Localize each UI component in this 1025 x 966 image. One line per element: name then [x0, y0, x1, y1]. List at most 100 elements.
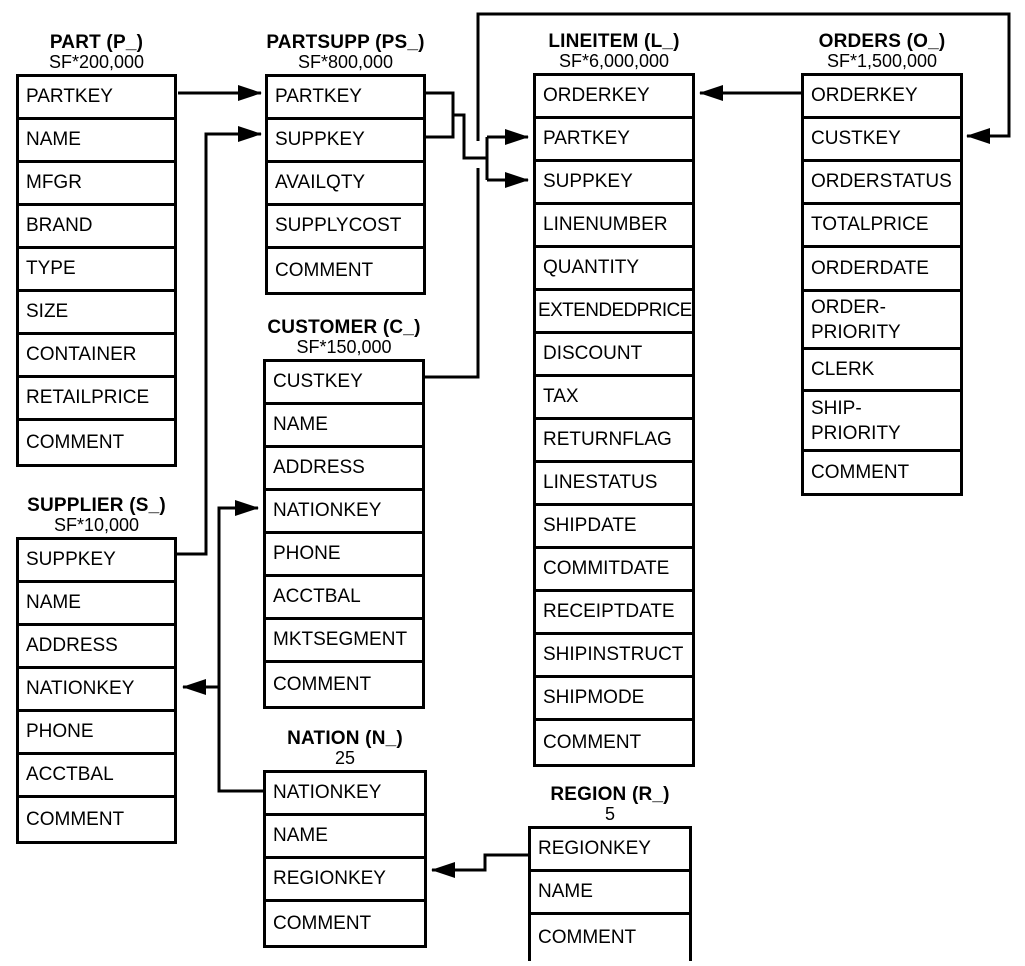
table-region-header: REGION (R_) 5: [483, 785, 737, 824]
table-customer-box: CUSTKEY NAME ADDRESS NATIONKEY PHONE ACC…: [263, 359, 425, 709]
table-lineitem: LINEITEM (L_) SF*6,000,000 ORDERKEY PART…: [533, 32, 695, 767]
column-row: ORDERKEY: [536, 76, 692, 119]
table-region: REGION (R_) 5 REGIONKEY NAME COMMENT: [528, 785, 692, 961]
table-orders-header: ORDERS (O_) SF*1,500,000: [756, 32, 1008, 71]
column-row: SUPPKEY: [19, 540, 174, 583]
column-row: ORDER- PRIORITY: [804, 292, 960, 350]
table-orders-title: ORDERS (O_): [818, 31, 946, 52]
column-row: TAX: [536, 377, 692, 420]
column-row: PHONE: [19, 712, 174, 755]
table-lineitem-cardinality: SF*6,000,000: [558, 51, 670, 71]
table-customer-cardinality: SF*150,000: [296, 337, 392, 357]
table-nation-cardinality: 25: [334, 748, 356, 768]
column-row: ORDERSTATUS: [804, 162, 960, 205]
table-partsupp-header: PARTSUPP (PS_) SF*800,000: [220, 33, 471, 72]
column-row: TYPE: [19, 249, 174, 292]
column-row: REGIONKEY: [531, 829, 689, 872]
table-part-box: PARTKEY NAME MFGR BRAND TYPE SIZE CONTAI…: [16, 74, 177, 467]
table-customer-header: CUSTOMER (C_) SF*150,000: [218, 318, 470, 357]
column-row: NATIONKEY: [19, 669, 174, 712]
column-row: LINENUMBER: [536, 205, 692, 248]
column-row: NAME: [266, 816, 424, 859]
column-row: COMMENT: [811, 461, 910, 483]
table-orders-cardinality: SF*1,500,000: [826, 51, 938, 71]
table-nation-header: NATION (N_) 25: [218, 729, 472, 768]
table-region-box: REGIONKEY NAME COMMENT: [528, 826, 692, 961]
column-row: SUPPKEY: [536, 162, 692, 205]
column-row: PHONE: [266, 534, 422, 577]
column-row: SIZE: [19, 292, 174, 335]
column-row: SUPPLYCOST: [268, 206, 423, 249]
column-row: PARTKEY: [19, 77, 174, 120]
table-nation: NATION (N_) 25 NATIONKEY NAME REGIONKEY …: [263, 729, 427, 948]
connector-partsupp-bracket: [426, 91, 455, 139]
table-orders-box: ORDERKEY CUSTKEY ORDERSTATUS TOTALPRICE …: [801, 73, 963, 496]
column-row: PARTKEY: [536, 119, 692, 162]
table-supplier-box: SUPPKEY NAME ADDRESS NATIONKEY PHONE ACC…: [16, 537, 177, 844]
table-partsupp-box: PARTKEY SUPPKEY AVAILQTY SUPPLYCOST COMM…: [265, 74, 426, 295]
table-part-cardinality: SF*200,000: [48, 52, 145, 72]
table-supplier: SUPPLIER (S_) SF*10,000 SUPPKEY NAME ADD…: [16, 496, 177, 844]
table-region-cardinality: 5: [604, 804, 615, 824]
column-row: EXTENDEDPRICE: [536, 291, 692, 334]
column-row: TOTALPRICE: [804, 205, 960, 248]
arrow-region-to-nation: [431, 853, 528, 878]
column-row: ADDRESS: [19, 626, 174, 669]
column-row: RETAILPRICE: [19, 378, 174, 421]
table-supplier-header: SUPPLIER (S_) SF*10,000: [0, 496, 222, 535]
column-row: MKTSEGMENT: [266, 620, 422, 663]
column-row: CLERK: [804, 350, 960, 392]
column-row: ACCTBAL: [266, 577, 422, 620]
column-row: CONTAINER: [19, 335, 174, 378]
column-row: COMMENT: [275, 259, 374, 281]
column-row: SHIP- PRIORITY: [804, 392, 960, 452]
column-row: COMMENT: [273, 912, 372, 934]
table-part-header: PART (P_) SF*200,000: [0, 33, 222, 72]
column-row: SHIPDATE: [536, 506, 692, 549]
column-row: NAME: [19, 120, 174, 163]
table-part-title: PART (P_): [49, 32, 144, 53]
column-row: AVAILQTY: [268, 163, 423, 206]
column-row: BRAND: [19, 206, 174, 249]
column-row: COMMENT: [26, 431, 125, 453]
table-supplier-cardinality: SF*10,000: [53, 515, 140, 535]
column-row: REGIONKEY: [266, 859, 424, 902]
column-row: ADDRESS: [266, 448, 422, 491]
column-row: ORDERDATE: [804, 248, 960, 292]
column-row: SUPPKEY: [268, 120, 423, 163]
table-supplier-title: SUPPLIER (S_): [27, 495, 166, 516]
column-row: MFGR: [19, 163, 174, 206]
column-row: NAME: [266, 405, 422, 448]
table-lineitem-box: ORDERKEY PARTKEY SUPPKEY LINENUMBER QUAN…: [533, 73, 695, 767]
column-row: COMMENT: [543, 731, 642, 753]
column-row: DISCOUNT: [536, 334, 692, 377]
column-row: NAME: [531, 872, 689, 915]
table-customer: CUSTOMER (C_) SF*150,000 CUSTKEY NAME AD…: [263, 318, 425, 709]
column-row: ORDERKEY: [804, 76, 960, 119]
table-lineitem-header: LINEITEM (L_) SF*6,000,000: [488, 32, 740, 71]
column-row: LINESTATUS: [536, 463, 692, 506]
column-row: CUSTKEY: [266, 362, 422, 405]
connector-partsupp-lineitem-stem: [453, 113, 487, 160]
table-lineitem-title: LINEITEM (L_): [548, 31, 680, 52]
column-row: RECEIPTDATE: [536, 592, 692, 635]
table-part: PART (P_) SF*200,000 PARTKEY NAME MFGR B…: [16, 33, 177, 467]
table-nation-box: NATIONKEY NAME REGIONKEY COMMENT: [263, 770, 427, 948]
column-row: SHIPMODE: [536, 678, 692, 721]
column-row: PARTKEY: [268, 77, 423, 120]
column-row: RETURNFLAG: [536, 420, 692, 463]
column-row: COMMENT: [538, 927, 637, 948]
table-orders: ORDERS (O_) SF*1,500,000 ORDERKEY CUSTKE…: [801, 32, 963, 496]
table-region-title: REGION (R_): [550, 784, 670, 805]
column-row: NATIONKEY: [266, 773, 424, 816]
column-row: COMMENT: [273, 673, 372, 695]
column-row: ACCTBAL: [19, 755, 174, 798]
table-customer-title: CUSTOMER (C_): [267, 317, 421, 338]
column-row: NAME: [19, 583, 174, 626]
table-partsupp-cardinality: SF*800,000: [297, 52, 394, 72]
column-row: CUSTKEY: [804, 119, 960, 162]
column-row: COMMITDATE: [536, 549, 692, 592]
table-nation-title: NATION (N_): [287, 728, 403, 749]
column-row: NATIONKEY: [266, 491, 422, 534]
